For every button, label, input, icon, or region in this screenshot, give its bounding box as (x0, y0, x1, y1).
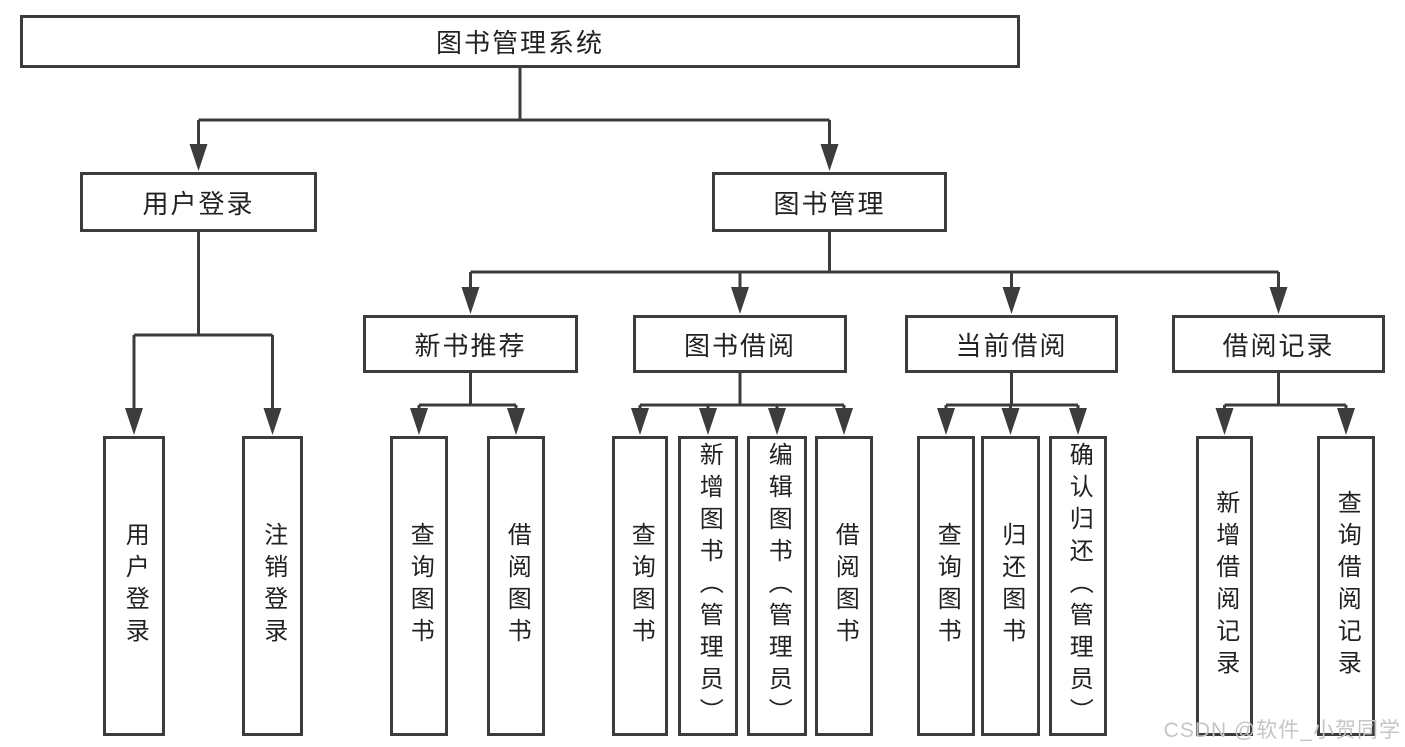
arrowhead (820, 144, 839, 171)
node-label: 查询图书 (406, 522, 434, 650)
arrowheads-book-mgmt (461, 287, 1288, 314)
node-library-management-system: 图书管理系统 (20, 15, 1020, 68)
arrowhead (937, 408, 955, 435)
node-leaf-query-books-1: 查询图书 (390, 436, 448, 736)
node-label: 图书管理 (773, 188, 886, 219)
node-label: 归还图书 (997, 522, 1025, 650)
node-label: 图书借阅 (683, 330, 796, 361)
arrowheads-new-book (410, 408, 525, 435)
node-label: 查询图书 (627, 522, 655, 650)
node-leaf-query-books-2: 查询图书 (612, 436, 668, 736)
node-label: 查询借阅记录 (1333, 490, 1361, 682)
connector-current-borrow-to-leaves (944, 373, 1080, 410)
arrowhead (731, 287, 749, 314)
node-leaf-query-books-3: 查询图书 (917, 436, 975, 736)
node-label: 借阅记录 (1222, 330, 1335, 361)
node-current-borrowing: 当前借阅 (905, 315, 1118, 373)
node-label: 注销登录 (259, 522, 287, 650)
arrowheads-root-to-level2 (189, 144, 839, 171)
node-leaf-add-books-admin: 新增图书（管理员） (678, 436, 738, 736)
node-borrowing-records: 借阅记录 (1172, 315, 1385, 373)
node-leaf-add-borrow-record: 新增借阅记录 (1196, 436, 1253, 736)
node-label: 确认归还（管理员） (1065, 442, 1093, 730)
node-leaf-borrow-books-2: 借阅图书 (815, 436, 873, 736)
arrowhead (507, 408, 525, 435)
node-new-book-recommendation: 新书推荐 (363, 315, 578, 373)
arrowhead (631, 408, 649, 435)
arrowhead (1337, 408, 1355, 435)
node-label: 借阅图书 (831, 522, 859, 650)
arrowhead (189, 144, 208, 171)
node-label: 查询图书 (933, 522, 961, 650)
arrowheads-book-borrow (631, 408, 853, 435)
node-leaf-borrow-books-1: 借阅图书 (487, 436, 545, 736)
node-label: 借阅图书 (503, 522, 531, 650)
node-leaf-confirm-return-admin: 确认归还（管理员） (1049, 436, 1107, 736)
node-leaf-logout: 注销登录 (242, 436, 303, 736)
arrowhead (461, 287, 480, 314)
node-label: 编辑图书（管理员） (764, 442, 792, 730)
arrowhead (835, 408, 853, 435)
connector-book-borrow-to-leaves (638, 373, 846, 410)
node-label: 图书管理系统 (435, 28, 604, 58)
arrowheads-user-login (125, 408, 282, 435)
arrowhead (768, 408, 786, 435)
csdn-watermark: CSDN @软件_小贺同学 (1163, 719, 1401, 742)
node-leaf-return-books: 归还图书 (981, 436, 1040, 736)
arrowhead (1002, 287, 1021, 314)
node-label: 新书推荐 (414, 330, 527, 361)
arrowheads-borrow-record (1215, 408, 1355, 435)
connector-book-mgmt-to-level3 (469, 232, 1280, 289)
node-label: 用户登录 (121, 522, 149, 650)
connector-user-login-to-leaves (132, 232, 274, 410)
node-leaf-query-borrow-record: 查询借阅记录 (1317, 436, 1375, 736)
arrowhead (699, 408, 717, 435)
arrowheads-current-borrow (937, 408, 1087, 435)
node-book-borrowing: 图书借阅 (633, 315, 847, 373)
node-label: 新增图书（管理员） (695, 442, 723, 730)
arrowhead (263, 408, 282, 435)
node-label: 当前借阅 (955, 330, 1068, 361)
connector-root-to-level2 (197, 68, 831, 146)
node-leaf-edit-books-admin: 编辑图书（管理员） (747, 436, 807, 736)
arrowhead (1269, 287, 1288, 314)
arrowhead (1215, 408, 1234, 435)
node-leaf-user-login: 用户登录 (103, 436, 165, 736)
connector-borrow-record-to-leaves (1223, 373, 1348, 410)
connector-new-book-to-leaves (417, 373, 518, 410)
node-label: 新增借阅记录 (1211, 490, 1239, 682)
arrowhead (125, 408, 143, 435)
arrowhead (410, 408, 428, 435)
node-label: 用户登录 (142, 188, 255, 219)
node-book-management: 图书管理 (712, 172, 947, 232)
arrowhead (1001, 408, 1020, 435)
node-user-login: 用户登录 (80, 172, 317, 232)
arrowhead (1069, 408, 1087, 435)
